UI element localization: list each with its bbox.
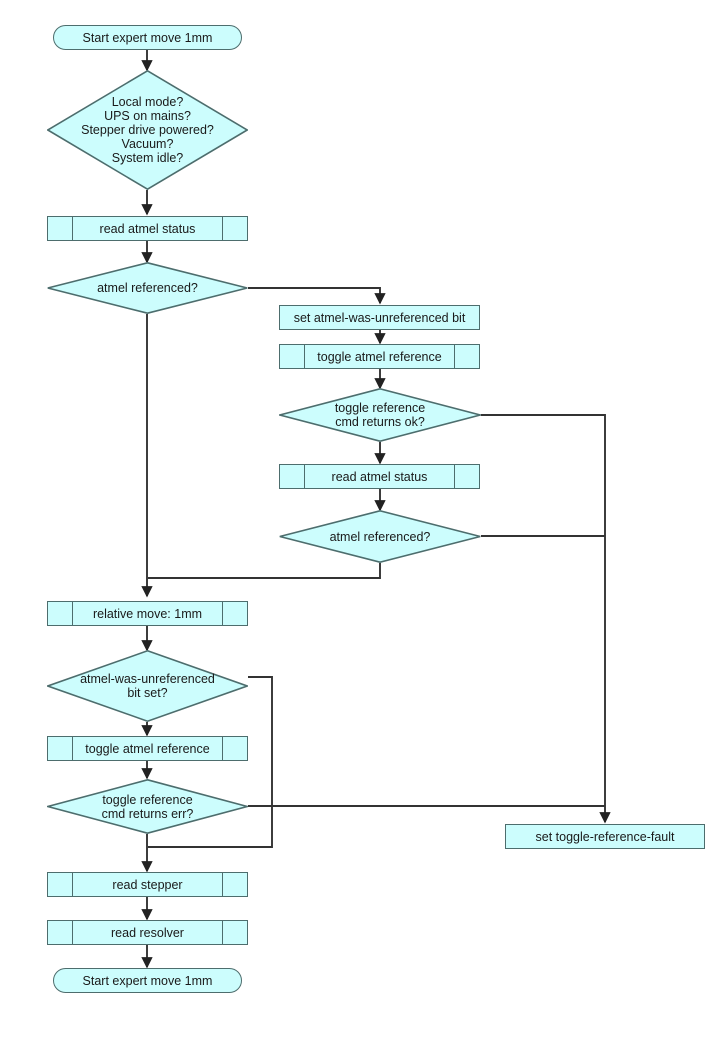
- node-atmel-referenced-1-label: atmel referenced?: [97, 281, 198, 295]
- node-end-label: Start expert move 1mm: [82, 973, 213, 988]
- node-read-atmel-status-2[interactable]: read atmel status: [279, 464, 480, 489]
- node-atmel-referenced-2[interactable]: atmel referenced?: [279, 510, 481, 563]
- node-set-fault[interactable]: set toggle-reference-fault: [505, 824, 705, 849]
- node-relative-move-label: relative move: 1mm: [92, 606, 203, 621]
- predefined-bar-left: [72, 737, 73, 760]
- node-start[interactable]: Start expert move 1mm: [53, 25, 242, 50]
- predefined-bar-right: [454, 345, 455, 368]
- node-read-resolver[interactable]: read resolver: [47, 920, 248, 945]
- predefined-bar-left: [72, 217, 73, 240]
- predefined-bar-left: [72, 921, 73, 944]
- node-toggle-atmel-reference-2[interactable]: toggle atmel reference: [47, 736, 248, 761]
- predefined-bar-left: [304, 465, 305, 488]
- node-atmel-referenced-2-label: atmel referenced?: [329, 529, 431, 544]
- node-read-resolver-label: read resolver: [111, 925, 184, 940]
- node-read-stepper-label: read stepper: [112, 877, 183, 892]
- node-unreferenced-bit-set-label: atmel-was-unreferenced bit set?: [80, 672, 215, 700]
- node-end[interactable]: Start expert move 1mm: [53, 968, 242, 993]
- node-read-stepper[interactable]: read stepper: [47, 872, 248, 897]
- node-preconditions[interactable]: Local mode? UPS on mains? Stepper drive …: [47, 70, 248, 190]
- predefined-bar-right: [222, 921, 223, 944]
- predefined-bar-left: [72, 602, 73, 625]
- predefined-bar-left: [72, 873, 73, 896]
- predefined-bar-right: [222, 737, 223, 760]
- wire-referenced2-no-down-left: [148, 563, 381, 579]
- predefined-bar-left: [304, 345, 305, 368]
- node-read-atmel-status-1-label: read atmel status: [99, 221, 196, 236]
- node-toggle-atmel-reference-1-label: toggle atmel reference: [317, 349, 442, 364]
- node-read-atmel-status-2-label: read atmel status: [331, 469, 428, 484]
- node-set-fault-label: set toggle-reference-fault: [535, 829, 675, 844]
- node-atmel-referenced-1[interactable]: atmel referenced?: [47, 262, 248, 314]
- wire-referenced-yes-to-setbit: [248, 287, 386, 305]
- node-relative-move[interactable]: relative move: 1mm: [47, 601, 248, 626]
- predefined-bar-right: [222, 217, 223, 240]
- node-toggle-returns-err[interactable]: toggle reference cmd returns err?: [47, 779, 248, 834]
- node-toggle-atmel-reference-2-label: toggle atmel reference: [85, 741, 210, 756]
- node-toggle-atmel-reference-1[interactable]: toggle atmel reference: [279, 344, 480, 369]
- node-read-atmel-status-1[interactable]: read atmel status: [47, 216, 248, 241]
- node-toggle-returns-ok-label: toggle reference cmd returns ok?: [334, 401, 426, 429]
- node-set-unreferenced-bit-label: set atmel-was-unreferenced bit: [293, 310, 466, 325]
- wire-returnsok-yes-to-bus: [481, 414, 606, 536]
- node-start-label: Start expert move 1mm: [82, 30, 213, 45]
- node-preconditions-label: Local mode? UPS on mains? Stepper drive …: [81, 95, 214, 165]
- predefined-bar-right: [222, 602, 223, 625]
- node-toggle-returns-ok[interactable]: toggle reference cmd returns ok?: [279, 388, 481, 442]
- wire-bitset-yes-loop: [148, 676, 273, 848]
- node-unreferenced-bit-set[interactable]: atmel-was-unreferenced bit set?: [47, 650, 248, 722]
- predefined-bar-right: [454, 465, 455, 488]
- node-set-unreferenced-bit[interactable]: set atmel-was-unreferenced bit: [279, 305, 480, 330]
- node-toggle-returns-err-label: toggle reference cmd returns err?: [101, 792, 194, 821]
- predefined-bar-right: [222, 873, 223, 896]
